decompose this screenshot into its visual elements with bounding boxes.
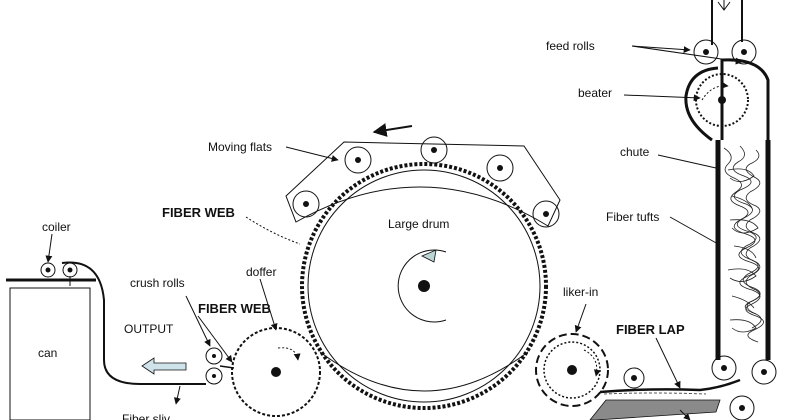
label-fiber-web-mid: FIBER WEB (198, 301, 271, 316)
label-can: can (38, 346, 57, 360)
feed-roll-right (731, 39, 757, 65)
feed-roller (623, 367, 645, 389)
flats-direction-arrow (372, 123, 413, 137)
label-large-drum: Large drum (388, 217, 449, 231)
fiber-lap (589, 367, 741, 420)
label-chute: chute (620, 145, 650, 159)
crush-rolls (205, 347, 223, 385)
label-fiber-web-top: FIBER WEB (162, 205, 235, 220)
chute-bottom-roll-right (751, 359, 777, 385)
doffer-roll (231, 327, 321, 417)
label-beater: beater (578, 86, 612, 100)
label-fiber-lap: FIBER LAP (616, 322, 685, 337)
label-coiler: coiler (42, 220, 71, 234)
sliver-path (61, 261, 206, 385)
label-liker-in: liker-in (563, 285, 598, 299)
feed-roll-left (693, 39, 719, 65)
drum-rotation-arrow (421, 249, 437, 263)
coiler-and-can (6, 261, 206, 420)
chute-lower-roll (729, 395, 755, 420)
can-body (9, 287, 91, 420)
fiber-tufts-texture (723, 145, 764, 343)
label-feed-rolls: feed rolls (546, 39, 595, 53)
chute-assembly (684, 0, 777, 420)
label-fiber-tufts: Fiber tufts (606, 210, 659, 224)
label-moving-flats: Moving flats (208, 140, 272, 154)
label-doffer: doffer (246, 265, 276, 279)
large-drum (300, 162, 548, 410)
label-output: OUTPUT (124, 322, 174, 336)
label-fiber-sliver: Fiber sliv (122, 412, 170, 420)
large-drum-axle (418, 280, 430, 292)
chute-bottom-roll-left (711, 355, 737, 381)
moving-flats (285, 123, 561, 228)
output-arrow (141, 357, 187, 375)
leader-lines (45, 45, 743, 405)
liker-in-roll (535, 333, 609, 407)
label-crush-rolls: crush rolls (130, 276, 185, 290)
feed-plate (589, 399, 721, 420)
